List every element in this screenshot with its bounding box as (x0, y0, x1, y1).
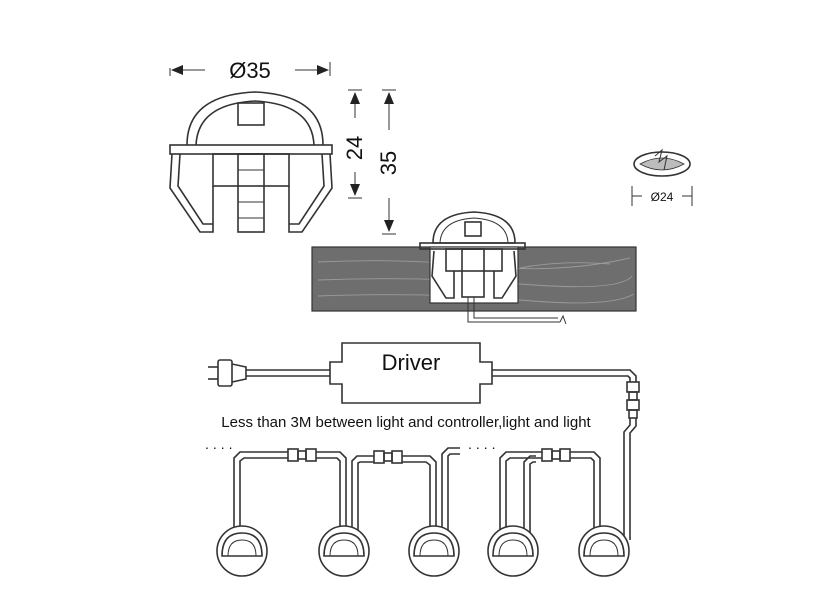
cutout-label: Ø24 (651, 190, 674, 204)
spring-clip-left (169, 153, 214, 233)
light-dome (186, 91, 324, 146)
output-cable (492, 369, 640, 540)
continuation-dots-left: .... (205, 436, 237, 452)
height-short-label: 24 (342, 136, 367, 160)
arrow-right-icon (317, 65, 329, 75)
power-plug (208, 359, 330, 387)
light-profile-drawing: Ø35 (169, 58, 333, 233)
light-fixture-1 (216, 525, 268, 577)
arrow-up-icon (350, 92, 360, 104)
width-label: Ø35 (229, 58, 271, 83)
installed-light-dome (432, 211, 516, 244)
daisy-chain-bus (233, 447, 601, 540)
continuation-dots-middle: .... (468, 436, 500, 452)
light-fixture-3 (408, 525, 460, 577)
height-total-label: 35 (376, 151, 401, 175)
height-dimensions: 24 35 (342, 89, 401, 235)
wiring-note: Less than 3M between light and controlle… (221, 414, 591, 431)
arrow-left-icon (171, 65, 183, 75)
width-dimension: Ø35 (169, 58, 331, 83)
arrow-down-icon (350, 184, 360, 196)
driver-label: Driver (382, 350, 441, 375)
driver-box: Driver (329, 342, 493, 404)
light-fixture-2 (318, 525, 370, 577)
light-fixture-5 (578, 525, 630, 577)
installed-light-section (311, 211, 637, 325)
light-fixture-4 (487, 525, 539, 577)
cutout-detail: Ø24 (631, 148, 693, 206)
spring-clip-right (288, 153, 333, 233)
